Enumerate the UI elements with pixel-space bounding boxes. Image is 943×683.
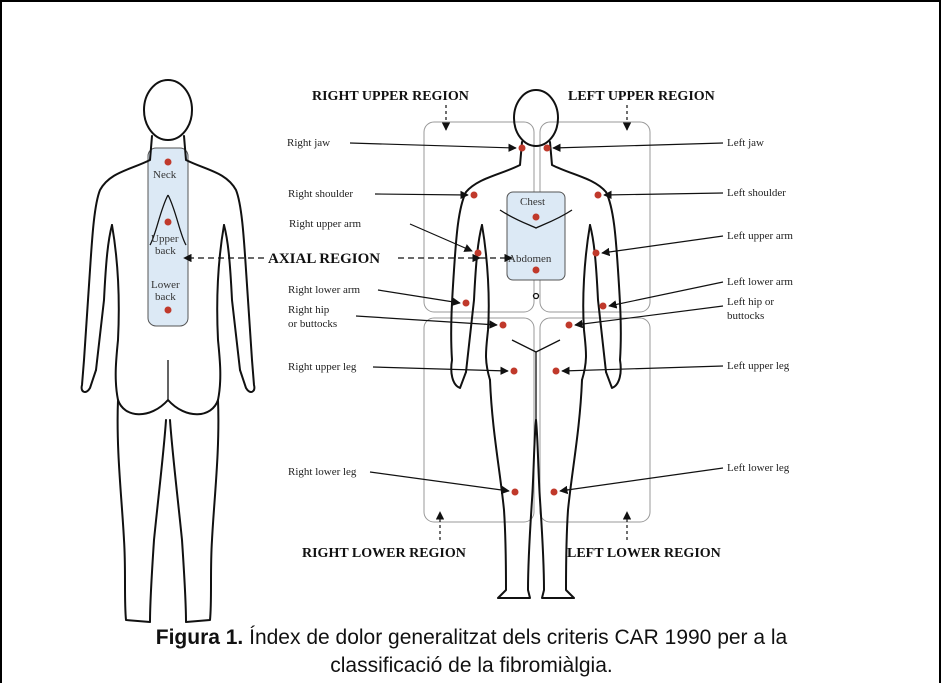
left-jaw-label: Left jaw [727, 137, 764, 149]
upper-back-label-1: Upper [151, 233, 179, 245]
axial-region-label: AXIAL REGION [268, 251, 380, 267]
back-view-figure [82, 80, 255, 622]
left-hip-label-1: Left hip or [727, 296, 774, 308]
caption-text-1: Índex de dolor generalitzat dels criteri… [243, 626, 787, 649]
caption-label: Figura 1. [156, 626, 244, 649]
abdomen-label: Abdomen [508, 253, 552, 265]
right-hip-label-2: or buttocks [288, 318, 337, 330]
right-upper-leg-label: Right upper leg [288, 361, 357, 373]
caption-line-1: Figura 1. Índex de dolor generalitzat de… [0, 624, 943, 652]
left-lower-leg-label: Left lower leg [727, 462, 790, 474]
lower-back-label-1: Lower [151, 279, 180, 291]
right-upper-region-label: RIGHT UPPER REGION [312, 89, 469, 104]
lower-back-label-2: back [155, 291, 176, 303]
left-shoulder-label: Left shoulder [727, 187, 786, 199]
neck-label: Neck [153, 169, 177, 181]
left-hip-label-2: buttocks [727, 310, 764, 322]
left-upper-arm-label: Left upper arm [727, 230, 793, 242]
figure-caption: Figura 1. Índex de dolor generalitzat de… [0, 624, 943, 680]
right-shoulder-label: Right shoulder [288, 188, 353, 200]
left-lower-arm-label: Left lower arm [727, 276, 793, 288]
upper-back-label-2: back [155, 245, 176, 257]
left-lower-region-label: LEFT LOWER REGION [567, 546, 721, 561]
left-upper-leg-label: Left upper leg [727, 360, 790, 372]
pointer-arrows [184, 105, 723, 540]
right-lower-region-label: RIGHT LOWER REGION [302, 546, 466, 561]
right-lower-leg-label: Right lower leg [288, 466, 357, 478]
caption-line-2: classificació de la fibromiàlgia. [0, 652, 943, 680]
right-hip-label-1: Right hip [288, 304, 330, 316]
left-upper-region-label: LEFT UPPER REGION [568, 89, 715, 104]
chest-label: Chest [520, 196, 545, 208]
right-lower-arm-label: Right lower arm [288, 284, 361, 296]
right-upper-arm-label: Right upper arm [289, 218, 362, 230]
right-jaw-label: Right jaw [287, 137, 330, 149]
